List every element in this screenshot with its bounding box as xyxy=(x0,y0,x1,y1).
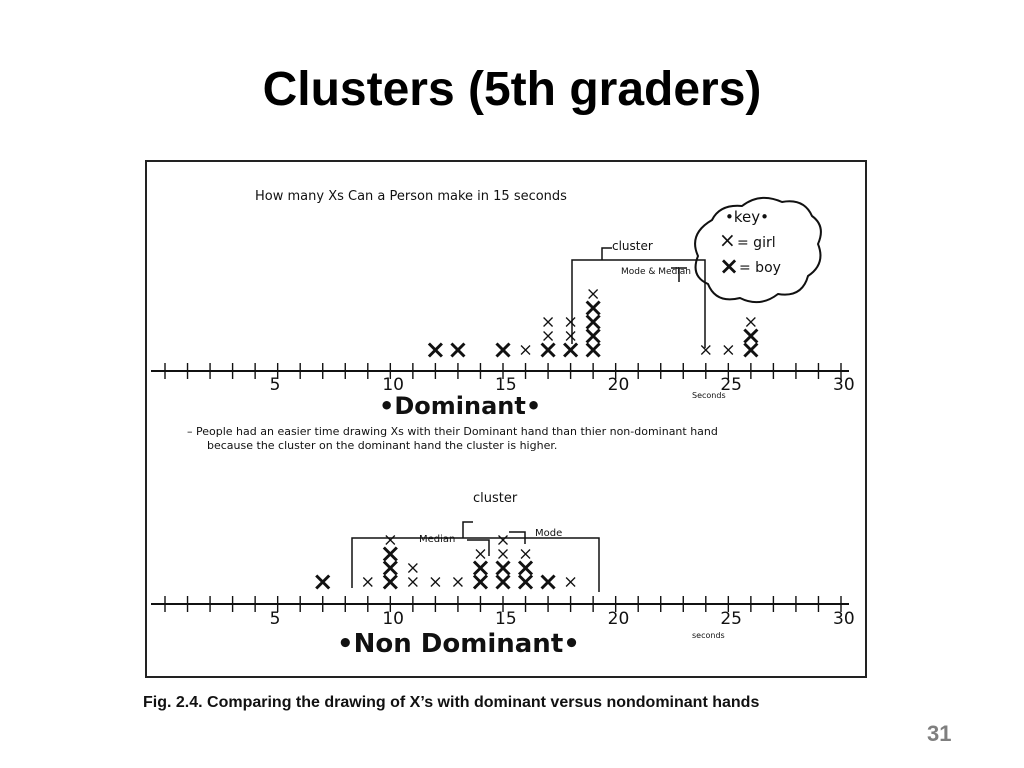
girl-x-mark xyxy=(520,345,531,355)
girl-x-mark xyxy=(565,317,576,327)
girl-x-mark xyxy=(362,577,373,587)
girl-x-mark xyxy=(385,535,396,545)
boy-x-mark xyxy=(585,342,601,358)
axis-tick-label: 25 xyxy=(720,609,742,629)
axis-tick-label: 20 xyxy=(608,609,630,629)
girl-x-mark xyxy=(407,563,418,573)
boy-x-mark xyxy=(743,342,759,358)
axis-tick-label: 30 xyxy=(833,375,855,395)
key-title: •key• xyxy=(725,208,769,226)
boy-x-mark xyxy=(540,342,556,358)
figure-scan: How many Xs Can a Person make in 15 seco… xyxy=(145,160,867,678)
boy-x-mark xyxy=(382,546,398,562)
question-text: How many Xs Can a Person make in 15 seco… xyxy=(255,189,567,204)
dominant-cluster-bracket xyxy=(571,247,706,348)
figure-caption: Fig. 2.4. Comparing the drawing of X’s w… xyxy=(143,694,760,711)
boy-x-mark xyxy=(382,560,398,576)
axis-tick-label: 30 xyxy=(833,609,855,629)
girl-x-mark xyxy=(498,535,508,545)
girl-x-mark xyxy=(407,577,418,587)
mode-label: Mode xyxy=(535,528,562,539)
page-number: 31 xyxy=(927,721,952,746)
boy-x-mark xyxy=(585,300,601,316)
key-boy-label: = boy xyxy=(739,260,781,276)
boy-x-mark xyxy=(495,574,511,590)
non-dominant-cluster-label: cluster xyxy=(473,491,518,506)
boy-x-mark xyxy=(495,342,511,358)
boy-x-mark xyxy=(540,574,556,590)
axis-tick-label: 5 xyxy=(270,609,281,629)
boy-x-mark xyxy=(563,342,579,358)
note-line-2: because the cluster on the dominant hand… xyxy=(207,439,557,452)
axis-tick-label: 10 xyxy=(382,375,404,395)
note-line-1: – People had an easier time drawing Xs w… xyxy=(187,425,718,438)
key-cloud-outline xyxy=(694,196,822,304)
axis-tick-label: 20 xyxy=(608,375,630,395)
girl-x-mark xyxy=(565,331,576,341)
girl-x-mark xyxy=(520,549,531,559)
key-girl-label: = girl xyxy=(737,235,776,251)
boy-x-mark xyxy=(585,328,601,344)
axis-tick-label: 10 xyxy=(382,609,404,629)
boy-x-icon: × xyxy=(719,252,739,280)
girl-x-mark xyxy=(700,345,711,355)
boy-x-mark xyxy=(517,560,534,576)
dominant-cluster-label: cluster xyxy=(612,239,653,253)
non-dominant-title: •Non Dominant• xyxy=(337,629,580,659)
dominant-number-line: 5 10 15 20 25 30 xyxy=(151,363,855,395)
axis-tick-label: 15 xyxy=(495,375,517,395)
boy-x-mark xyxy=(315,574,331,590)
boy-x-mark xyxy=(382,574,398,590)
dominant-unit-label: Seconds xyxy=(692,391,726,400)
boy-x-mark xyxy=(472,560,489,576)
axis-tick-label: 15 xyxy=(495,609,517,629)
dominant-x-marks xyxy=(427,289,759,358)
boy-x-mark xyxy=(743,328,759,344)
boy-x-mark xyxy=(450,342,466,358)
boy-x-mark xyxy=(495,560,511,576)
boy-x-mark xyxy=(517,574,534,590)
girl-x-mark xyxy=(543,331,554,341)
girl-x-mark xyxy=(475,549,486,559)
non-dominant-cluster-bracket xyxy=(351,521,600,592)
girl-x-mark xyxy=(745,317,756,327)
girl-x-mark xyxy=(543,317,554,327)
axis-tick-label: 25 xyxy=(720,375,742,395)
non-dominant-unit-label: seconds xyxy=(692,631,725,640)
non-dominant-x-marks xyxy=(315,535,576,590)
girl-x-mark xyxy=(565,577,576,587)
girl-x-icon: × xyxy=(719,228,736,252)
girl-x-mark xyxy=(452,577,463,587)
girl-x-mark xyxy=(430,577,441,587)
boy-x-mark xyxy=(472,574,489,590)
boy-x-mark xyxy=(427,342,443,358)
figure-drawing: How many Xs Can a Person make in 15 seco… xyxy=(151,189,855,659)
girl-x-mark xyxy=(723,345,734,355)
dominant-title: •Dominant• xyxy=(379,392,541,420)
axis-tick-label: 5 xyxy=(270,375,281,395)
boy-x-mark xyxy=(585,314,601,330)
slide-title: Clusters (5th graders) xyxy=(262,63,762,116)
mode-median-label: Mode & Median xyxy=(621,267,691,277)
non-dominant-number-line: 5 10 15 20 25 30 xyxy=(151,596,855,629)
key-legend: •key• × = girl × = boy xyxy=(694,196,822,304)
girl-x-mark xyxy=(498,549,508,559)
girl-x-mark xyxy=(588,289,599,299)
median-label: Median xyxy=(419,534,455,545)
